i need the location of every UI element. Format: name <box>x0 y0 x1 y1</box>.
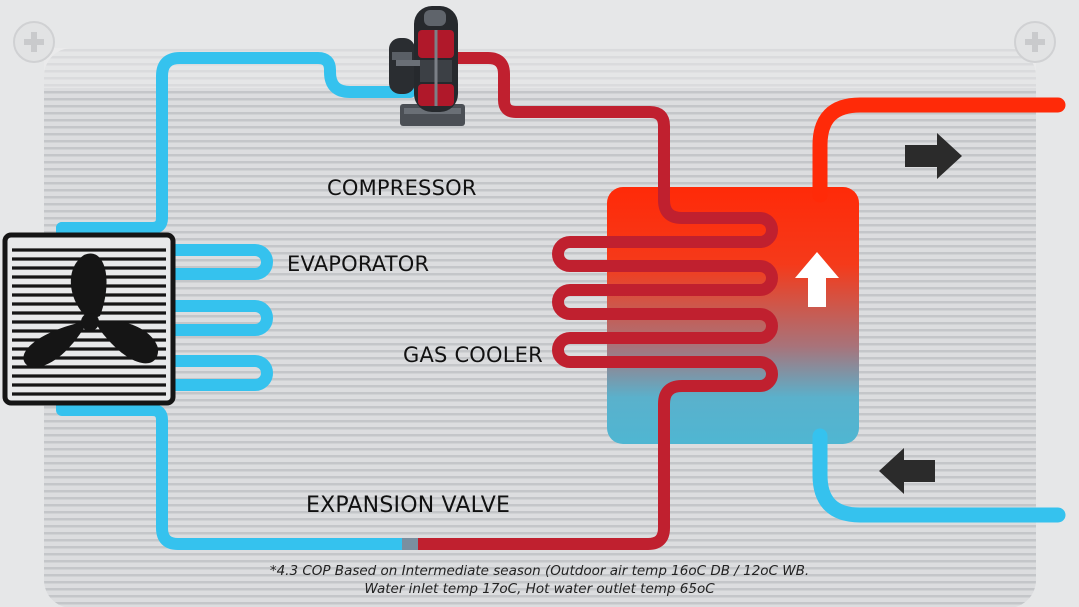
expansion-valve <box>402 538 418 550</box>
fan-icon <box>2 232 176 406</box>
screw-icon <box>13 21 55 63</box>
footnote-line-2: Water inlet temp 17oC, Hot water outlet … <box>364 581 715 597</box>
gas-cooler-label: GAS COOLER <box>403 343 543 367</box>
suction-line <box>56 52 416 234</box>
screw-icon <box>1014 21 1056 63</box>
gas-cooler-coil <box>404 236 778 550</box>
evaporator-label: EVAPORATOR <box>287 252 430 276</box>
expansion-valve-label: EXPANSION VALVE <box>306 493 511 518</box>
arrow-right-icon <box>905 133 962 179</box>
footnote-line-1: *4.3 COP Based on Intermediate season (O… <box>269 563 810 579</box>
hot-water-outlet-pipe <box>812 97 1066 203</box>
compressor-icon <box>389 6 465 126</box>
arrow-left-icon <box>879 448 935 494</box>
discharge-line <box>434 52 778 248</box>
cold-water-inlet-pipe <box>812 428 1066 523</box>
evaporator-coil <box>56 222 416 550</box>
arrow-up-icon <box>795 252 839 307</box>
compressor-label: COMPRESSOR <box>327 176 477 200</box>
